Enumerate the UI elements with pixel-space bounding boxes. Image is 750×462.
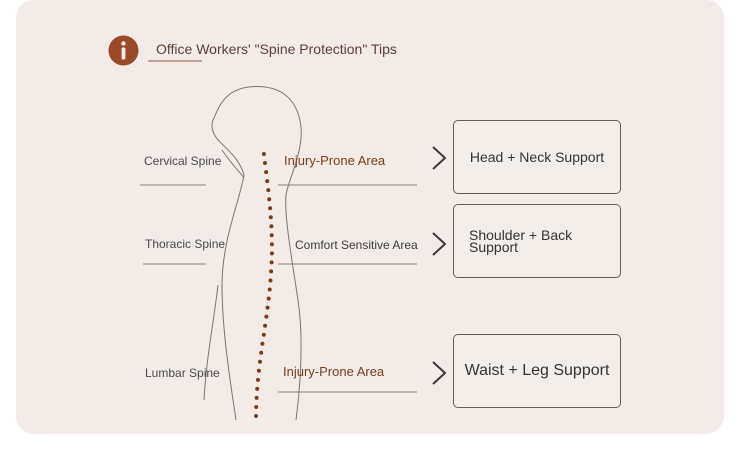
spine-dot: [263, 323, 268, 328]
spine-dot: [264, 314, 269, 319]
spine-dot: [268, 215, 273, 220]
label-thoracic-spine: Thoracic Spine: [145, 237, 226, 251]
spine-dot: [265, 179, 270, 184]
spine-dot: [268, 278, 273, 283]
spine-dot: [261, 332, 266, 337]
spine-dot: [256, 377, 260, 382]
spine-dot: [269, 233, 274, 238]
spine-dot: [255, 386, 260, 391]
spine-dot: [261, 152, 266, 156]
page-title: Office Workers' "Spine Protection" Tips: [156, 41, 397, 57]
zone-thoracic-comfort: Comfort Sensitive Area: [295, 238, 418, 252]
spine-dot: [269, 269, 274, 274]
spine-dot: [269, 242, 274, 247]
spine-dot: [254, 414, 258, 418]
spine-dot: [254, 395, 259, 400]
spine-dot: [267, 287, 272, 292]
spine-dot: [260, 341, 265, 346]
label-cervical-spine: Cervical Spine: [144, 154, 222, 168]
chevron-right-icon: [432, 146, 447, 170]
spine-dots: [254, 152, 274, 418]
spine-dot: [259, 350, 264, 355]
support-box-shoulder-back: Shoulder + Back Support: [453, 204, 621, 278]
zone-cervical-injury: Injury-Prone Area: [284, 153, 386, 168]
support-box-head-neck: Head + Neck Support: [453, 120, 621, 194]
label-lumbar-spine: Lumbar Spine: [145, 366, 220, 380]
spine-dot: [269, 251, 274, 256]
spine-dot: [254, 405, 259, 409]
spine-dot: [268, 206, 273, 211]
spine-dot: [267, 197, 272, 202]
support-label: Head + Neck Support: [469, 149, 605, 165]
zone-lumbar-injury: Injury-Prone Area: [283, 364, 385, 379]
info-icon: [108, 35, 139, 66]
spine-dot: [258, 359, 262, 364]
chevron-right-icon: [432, 232, 447, 256]
support-box-waist-leg: Waist + Leg Support: [453, 334, 621, 408]
spine-dot: [269, 224, 274, 229]
spine-dot: [266, 296, 271, 301]
spine-dot: [266, 188, 271, 193]
spine-dot: [264, 170, 269, 175]
spine-dot: [265, 305, 270, 310]
title-underline: [148, 60, 202, 62]
support-label: Waist + Leg Support: [464, 362, 610, 379]
spine-dot: [269, 260, 274, 265]
spine-dot: [256, 368, 261, 373]
chevron-right-icon: [432, 361, 447, 385]
support-label: Shoulder + Back Support: [469, 227, 573, 255]
spine-dot: [263, 161, 267, 165]
